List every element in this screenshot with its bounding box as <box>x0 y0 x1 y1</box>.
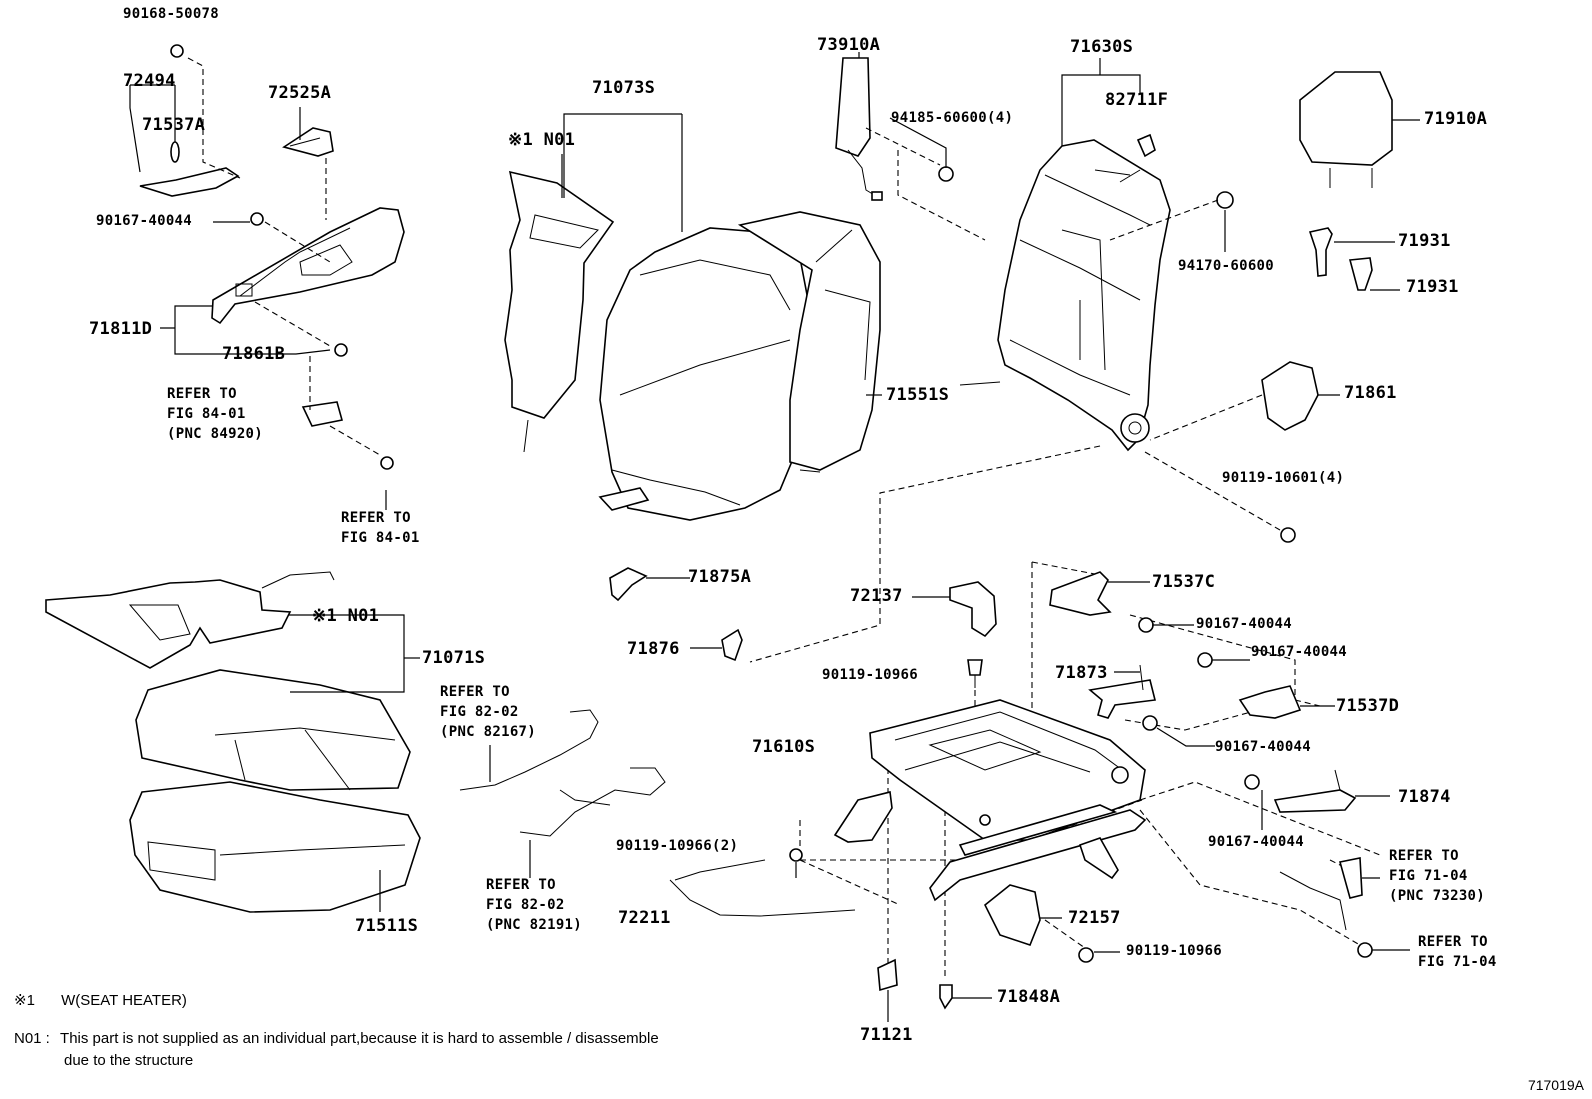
part-label[interactable]: 94170-60600 <box>1178 258 1275 274</box>
footnote-2-line2: due to the structure <box>64 1052 194 1069</box>
part-label[interactable]: 71874 <box>1398 787 1451 807</box>
footnote-2-mark: N01 : <box>14 1030 50 1047</box>
part-label[interactable]: 71910A <box>1424 109 1488 129</box>
part-label[interactable]: 73910A <box>817 35 881 55</box>
refer-to-label[interactable]: REFER TO FIG 82-02 (PNC 82167) <box>440 684 537 740</box>
part-label[interactable]: 71071S <box>422 648 486 668</box>
part-label[interactable]: 71551S <box>886 385 950 405</box>
part-label[interactable]: 94185-60600(4) <box>891 110 1014 126</box>
part-label[interactable]: 90167-40044 <box>1196 616 1293 632</box>
part-label[interactable]: 71873 <box>1055 663 1108 683</box>
part-label[interactable]: 72137 <box>850 586 903 606</box>
part-label[interactable]: 71931 <box>1398 231 1451 251</box>
side-airbag-module <box>835 52 986 241</box>
part-label[interactable]: 72157 <box>1068 908 1121 928</box>
part-label[interactable]: 71848A <box>997 987 1061 1007</box>
part-label[interactable]: 72525A <box>268 83 332 103</box>
part-label[interactable]: 71537C <box>1152 572 1216 592</box>
part-label[interactable]: 90119-10966(2) <box>616 838 739 854</box>
recliner-cover <box>1144 361 1340 543</box>
seat-cushion-assembly <box>45 571 421 913</box>
part-label[interactable]: 71875A <box>688 567 752 587</box>
part-label[interactable]: 72211 <box>618 908 671 928</box>
part-label[interactable]: 90119-10601(4) <box>1222 470 1345 486</box>
refer-to-label[interactable]: REFER TO FIG 84-01 (PNC 84920) <box>167 386 264 442</box>
part-label[interactable]: 90167-40044 <box>1215 739 1312 755</box>
footnote-1-text: W(SEAT HEATER) <box>61 992 187 1009</box>
part-label[interactable]: 71537D <box>1336 696 1400 716</box>
routing-dashes <box>749 445 1381 980</box>
part-label[interactable]: 71121 <box>860 1025 913 1045</box>
figure-id: 717019A <box>1527 1077 1584 1093</box>
small-parts-center <box>609 567 1410 1022</box>
part-label[interactable]: 71537A <box>142 115 206 135</box>
part-label[interactable]: 90119-10966 <box>822 667 919 683</box>
part-label[interactable]: 90167-40044 <box>96 213 193 229</box>
footnote-2-line1: This part is not supplied as an individu… <box>60 1030 659 1047</box>
seatback-assembly <box>504 170 881 521</box>
part-label[interactable]: 71931 <box>1406 277 1459 297</box>
refer-to-label[interactable]: REFER TO FIG 71-04 (PNC 73230) <box>1389 848 1486 904</box>
part-label[interactable]: 71610S <box>752 737 816 757</box>
part-label[interactable]: 71811D <box>89 319 153 339</box>
part-label[interactable]: 71630S <box>1070 37 1134 57</box>
armrest-assembly <box>139 44 405 470</box>
wire-harnesses <box>459 709 666 878</box>
part-label[interactable]: 90168-50078 <box>123 6 220 22</box>
part-label[interactable]: 90167-40044 <box>1251 644 1348 660</box>
refer-to-label[interactable]: REFER TO FIG 84-01 <box>341 510 420 546</box>
armrest-leaders <box>129 57 387 510</box>
note-ref-label[interactable]: ※1 N01 <box>508 130 576 150</box>
footnote-1: ※1 W(SEAT HEATER) <box>14 990 187 1012</box>
seatback-frame <box>959 133 1234 452</box>
part-label[interactable]: 71073S <box>592 78 656 98</box>
part-label[interactable]: 90119-10966 <box>1126 943 1223 959</box>
part-label[interactable]: 71861 <box>1344 383 1397 403</box>
note-ref-label[interactable]: ※1 N01 <box>312 606 380 626</box>
part-label[interactable]: 71511S <box>355 916 419 936</box>
footnote-2: N01 : This part is not supplied as an in… <box>14 1028 659 1050</box>
part-label[interactable]: 71876 <box>627 639 680 659</box>
refer-to-label[interactable]: REFER TO FIG 71-04 <box>1418 934 1497 970</box>
seatback-leaders <box>561 113 882 396</box>
seat-track-frame <box>833 699 1147 902</box>
part-label[interactable]: 82711F <box>1105 90 1169 110</box>
refer-to-label[interactable]: REFER TO FIG 82-02 (PNC 82191) <box>486 877 583 933</box>
seatback-frame-leaders <box>1061 58 1226 252</box>
part-label[interactable]: 71861B <box>222 344 286 364</box>
part-label[interactable]: 72494 <box>123 71 176 91</box>
headrest <box>1299 71 1420 291</box>
footnote-1-mark: ※1 <box>14 992 35 1009</box>
part-label[interactable]: 90167-40044 <box>1208 834 1305 850</box>
